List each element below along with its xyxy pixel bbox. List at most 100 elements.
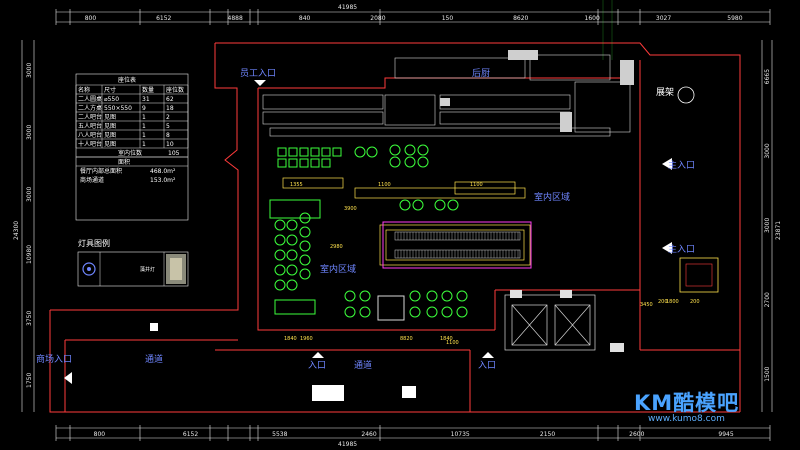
dimension-label: 2460 <box>361 431 376 438</box>
round-table <box>426 306 438 318</box>
seat-table-cell: 9 <box>142 105 146 112</box>
dimension-label: 3000 <box>764 143 771 158</box>
label-staff-entrance: 员工入口 <box>240 68 276 79</box>
seat-table-cell: 2 <box>166 114 170 121</box>
seat-table-cell: 二人圆桌 <box>78 95 102 103</box>
label-corridor: 通道 <box>145 353 163 365</box>
arrow-icon <box>254 80 266 86</box>
label-kitchen: 后厨 <box>472 68 490 79</box>
dimension-label: 2700 <box>764 292 771 307</box>
kitchen-equipment-fill <box>440 50 634 132</box>
seat-table-cell: 餐厅内部总面积 <box>80 167 122 175</box>
dimension-label: 10735 <box>451 431 470 438</box>
label-entrance-bottom-2: 入口 <box>478 360 496 371</box>
walls <box>49 42 741 413</box>
dimension-label: 6665 <box>764 69 771 84</box>
label-dining-2: 室内区域 <box>320 263 356 275</box>
seat-table-cell: 10 <box>166 141 174 148</box>
round-table <box>299 240 311 252</box>
round-table <box>274 219 286 231</box>
round-table <box>344 290 356 302</box>
label-corridor-2: 通道 <box>354 359 372 371</box>
watermark-brand: KM酷模吧 <box>634 391 740 415</box>
entrance-arrows <box>64 80 672 384</box>
round-table <box>286 264 298 276</box>
seat-table-cell: 尺寸 <box>104 86 116 94</box>
inner-dimension: 200 <box>690 299 700 305</box>
bottom-total-dim: 41985 <box>338 441 357 448</box>
round-table <box>426 290 438 302</box>
central-bar <box>382 221 532 269</box>
arrow-icon <box>64 372 72 384</box>
dimension-lines <box>21 11 773 439</box>
seat-table-cell: 1 <box>142 114 146 121</box>
seat-table-cell: 见图 <box>104 123 116 130</box>
seat-table-cell: 十人吧台 <box>78 140 102 148</box>
seat-table-cell: 名称 <box>78 86 90 94</box>
label-dining-1: 室内区域 <box>534 191 570 203</box>
elevator-block <box>504 294 596 351</box>
round-table <box>286 279 298 291</box>
seat-table-cell: 座位数 <box>166 86 184 94</box>
round-table <box>389 156 401 168</box>
lamp-legend-title: 灯具图例 <box>78 238 110 248</box>
dimension-label: 5538 <box>272 431 287 438</box>
round-table <box>274 234 286 246</box>
arrow-icon <box>662 242 672 254</box>
inner-dimension: 2980 <box>330 244 343 250</box>
watermark-url: www.kumo8.com <box>648 414 725 424</box>
seat-table-cell: 见图 <box>104 132 116 139</box>
dimension-label: 800 <box>94 431 106 438</box>
dimension-label: 6152 <box>156 15 171 22</box>
inner-dimension: 200 <box>658 299 668 305</box>
corridor-objects <box>150 323 416 401</box>
dimension-ticks <box>55 9 771 441</box>
inner-dimension: 1840 <box>440 336 453 342</box>
dimension-label: 6152 <box>183 431 198 438</box>
round-table <box>404 144 416 156</box>
inner-dimension: 8820 <box>400 336 413 342</box>
square-table <box>310 147 320 157</box>
seat-table-cell: 105 <box>168 150 180 157</box>
seat-table-cell: 数量 <box>142 86 154 94</box>
dimension-label: 8620 <box>513 15 528 22</box>
seat-table-cell: 5 <box>166 123 170 130</box>
dimension-label: 3000 <box>26 187 33 202</box>
seat-table-cell: 室内位数 <box>118 149 142 157</box>
round-table <box>389 144 401 156</box>
seat-table-cell: 1 <box>142 123 146 130</box>
dimension-label: 2080 <box>370 15 385 22</box>
inner-dimension: 1840 <box>284 336 297 342</box>
dimension-label: 2600 <box>629 431 644 438</box>
inner-dimension: 1960 <box>300 336 313 342</box>
lamp-legend-item: 藻井灯 <box>140 266 155 273</box>
seat-table-cell: 468.0m² <box>150 168 176 175</box>
right-equipment-room <box>679 257 719 293</box>
round-table <box>359 290 371 302</box>
round-table <box>299 254 311 266</box>
dimension-label: 840 <box>299 15 311 22</box>
round-table <box>299 268 311 280</box>
round-table <box>412 199 424 211</box>
inner-dimension: 1100 <box>446 340 459 346</box>
dimension-label: 3000 <box>26 63 33 78</box>
round-table <box>366 146 378 158</box>
seat-table-cell: 商场通道 <box>80 176 104 184</box>
arrow-icon <box>312 352 324 358</box>
round-table <box>359 306 371 318</box>
dimension-label: 3750 <box>26 311 33 326</box>
round-table <box>456 306 468 318</box>
seat-table-cell: 62 <box>166 96 174 103</box>
seat-table-title: 座位表 <box>118 76 136 84</box>
seat-table-cell: 八人吧台 <box>78 131 102 139</box>
seat-table-cell: 见图 <box>104 141 116 148</box>
round-table <box>409 306 421 318</box>
square-table <box>332 147 342 157</box>
right-total-dim: 23871 <box>775 221 782 240</box>
elevator-pads <box>510 290 624 352</box>
